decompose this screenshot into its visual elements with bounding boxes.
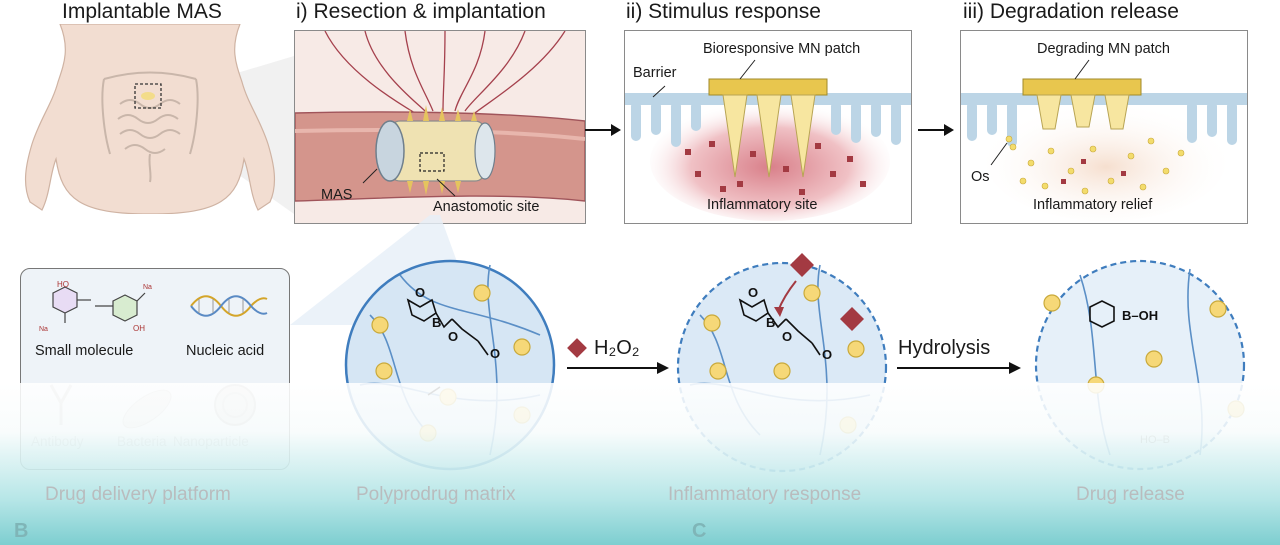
polyprodrug-matrix: O B O O (344, 259, 556, 471)
chem-o-label-3: O (490, 346, 500, 361)
heading-implantable-mas: Implantable MAS (62, 0, 222, 23)
label-os: Os (971, 169, 990, 185)
anastomotic-box (419, 152, 445, 172)
label-anastomotic-site: Anastomotic site (433, 199, 540, 215)
stimulus-illustration (625, 31, 911, 223)
panel-letter-b: B (14, 520, 29, 542)
label-degrading-patch: Degrading MN patch (1037, 41, 1170, 57)
mn-needles (722, 94, 816, 178)
label-antibody: Antibody (31, 434, 84, 449)
chem-o-label-5: O (782, 329, 792, 344)
degraded-needles (1036, 94, 1130, 130)
chem-oh-label: OH (133, 324, 145, 333)
boronate-ester-inflam (738, 298, 821, 356)
implant-site (141, 92, 155, 100)
released-drug-particles (1005, 135, 1185, 195)
caption-drug-delivery-platform: Drug delivery platform (45, 484, 231, 505)
chem-o-label-2: O (448, 329, 458, 344)
nanoparticle-icon (214, 384, 256, 426)
panel-degradation: Degrading MN patch Os Inflammatory relie… (960, 30, 1248, 224)
mn-patch-backing (708, 78, 828, 96)
dna-helix-icon (190, 295, 268, 317)
chem-ho-label: HO (57, 280, 69, 289)
arrow-hydrolysis (897, 362, 1021, 374)
label-inflammatory-relief: Inflammatory relief (1033, 197, 1153, 213)
label-hydrolysis: Hydrolysis (898, 337, 991, 359)
panel-letter-c: C (692, 520, 707, 542)
heading-resection: i) Resection & implantation (296, 0, 546, 23)
platform-faded-icons (49, 384, 256, 429)
label-mas: MAS (321, 187, 353, 203)
drug-spheres-inflam (703, 284, 865, 434)
label-nanoparticle: Nanoparticle (173, 434, 249, 449)
matrix-circle (344, 259, 556, 471)
panel-stimulus: Bioresponsive MN patch Barrier Inflammat… (624, 30, 912, 224)
chem-b-label-2: B (766, 315, 775, 330)
label-small-molecule: Small molecule (35, 343, 134, 359)
stent-spikes (407, 105, 477, 195)
heading-degradation: iii) Degradation release (963, 0, 1179, 23)
label-inflammatory-site: Inflammatory site (707, 197, 818, 213)
label-nucleic-acid: Nucleic acid (186, 343, 265, 359)
hydrolyzed-boronate (1089, 300, 1115, 328)
remaining-ros (1061, 159, 1126, 184)
chem-boh-label: B–OH (1122, 308, 1158, 323)
heading-stimulus: ii) Stimulus response (626, 0, 821, 23)
label-barrier: Barrier (633, 65, 677, 81)
small-molecule-structure: HO Na Na OH (39, 280, 152, 333)
label-bioresponsive-patch: Bioresponsive MN patch (703, 41, 861, 57)
label-bacteria: Bacteria (117, 434, 167, 449)
mesentery (324, 31, 566, 114)
label-h2o2: H₂O₂ (567, 337, 640, 360)
h2o2-text: H₂O₂ (594, 337, 640, 359)
inflammatory-response-matrix: O B O O (676, 253, 888, 473)
intestine-illustration (295, 31, 585, 223)
h2o2-diamond-icon (567, 338, 587, 358)
chem-o-label: O (415, 285, 425, 300)
ros-particles (685, 141, 866, 195)
intestines (101, 71, 199, 183)
barrier-villi-healed (961, 93, 1247, 147)
arrow-i-to-ii (585, 124, 621, 136)
body-illustration (24, 24, 294, 214)
drug-delivery-platform-box: HO Na Na OH Small molecule Nucleic acid … (20, 268, 290, 470)
zoom-box (134, 83, 162, 109)
h2o2-diamond-2 (840, 307, 864, 331)
chem-na-label-2: Na (39, 326, 48, 333)
caption-polyprodrug-matrix: Polyprodrug matrix (356, 484, 516, 505)
h2o2-diamond-attacking (790, 253, 814, 277)
chem-o-label-4: O (748, 285, 758, 300)
chem-o-label-6: O (822, 347, 832, 362)
arrow-h2o2 (567, 362, 669, 374)
caption-drug-release: Drug release (1076, 484, 1185, 505)
chem-na-label: Na (143, 284, 152, 291)
antibody-icon (49, 384, 73, 407)
drug-release-matrix: B–OH HO–B (1034, 259, 1246, 471)
bacteria-icon (122, 389, 172, 429)
chem-hob-label: HO–B (1140, 434, 1170, 446)
degradation-illustration (961, 31, 1247, 223)
degrading-patch-backing (1022, 78, 1142, 96)
caption-inflammatory-response: Inflammatory response (668, 484, 862, 505)
panel-resection: MAS Anastomotic site (294, 30, 586, 224)
chem-b-label: B (432, 315, 441, 330)
arrow-ii-to-iii (918, 124, 954, 136)
torso (24, 24, 276, 214)
